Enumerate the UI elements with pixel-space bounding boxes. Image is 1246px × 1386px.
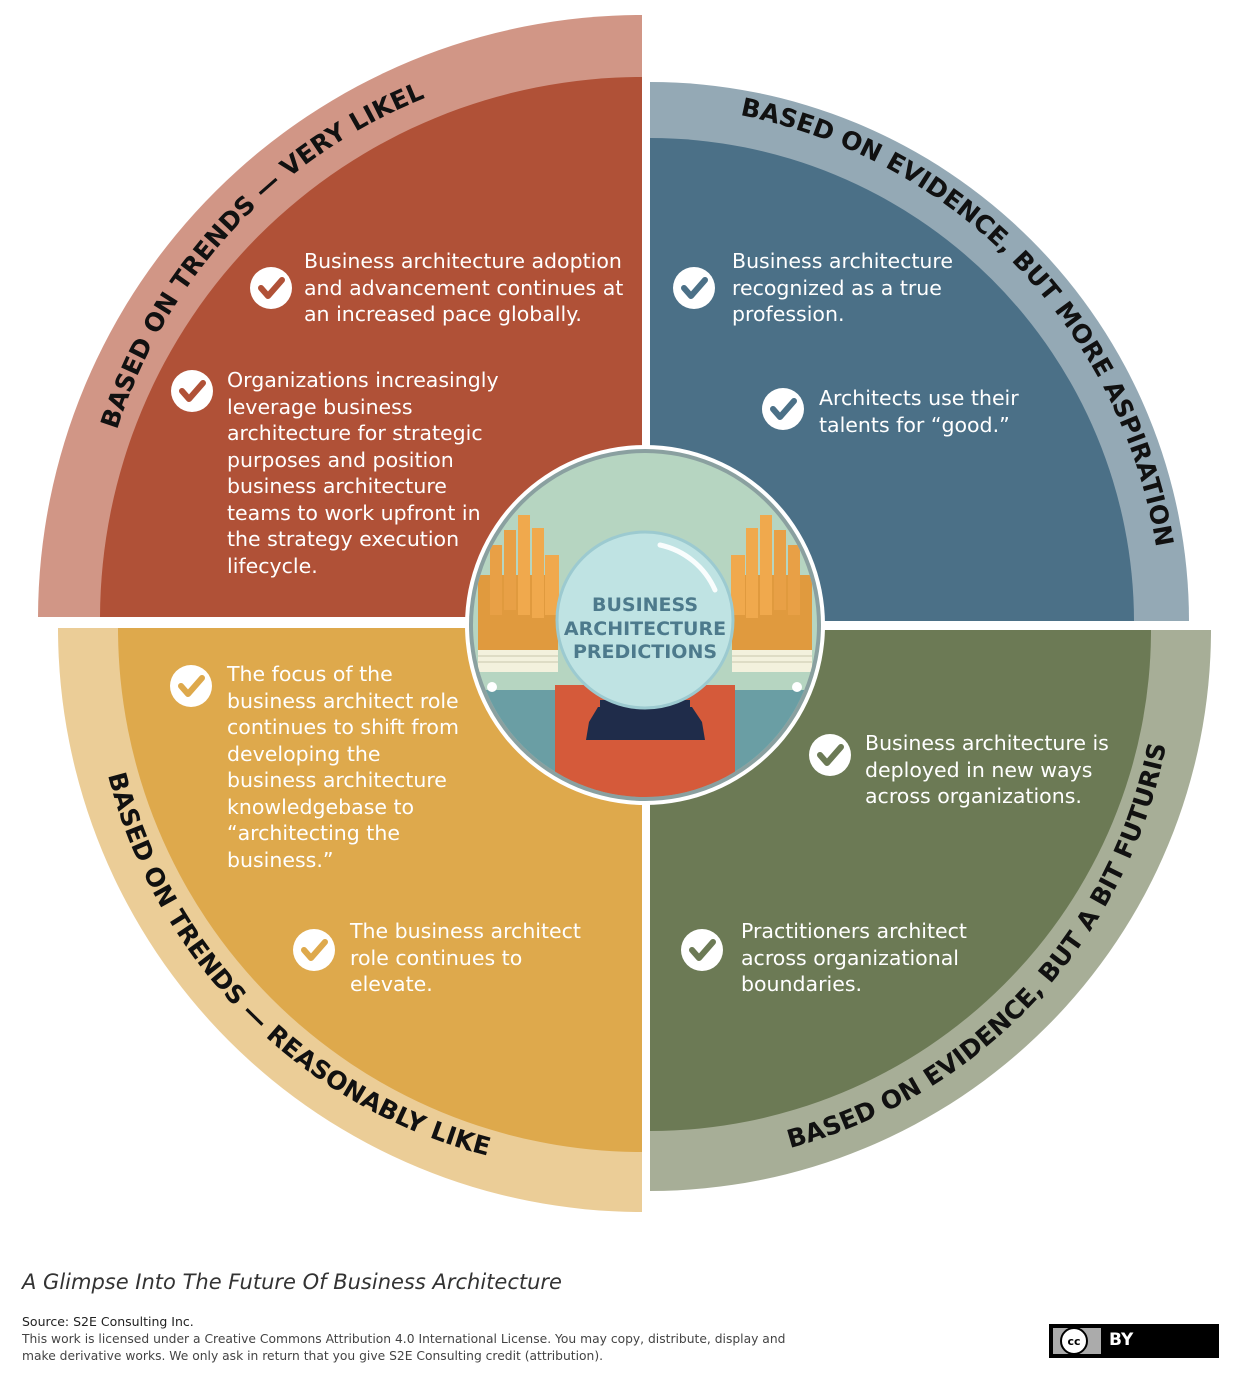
- license-text: This work is licensed under a Creative C…: [22, 1332, 786, 1363]
- check-icon: [293, 929, 335, 971]
- check-icon: [809, 734, 851, 776]
- prediction-top-right-1: Business architecture recognized as a tr…: [732, 249, 953, 326]
- check-icon: [170, 665, 212, 707]
- check-icon: [681, 929, 723, 971]
- cc-logo-icon: cc: [1060, 1327, 1088, 1355]
- source-line: Source: S2E Consulting Inc.: [22, 1314, 194, 1329]
- center-title-line3: PREDICTIONS: [573, 641, 717, 663]
- check-icon: [171, 370, 213, 412]
- center-title-line2: ARCHITECTURE: [564, 618, 726, 640]
- center-title-line1: BUSINESS: [592, 594, 698, 616]
- prediction-bottom-left-1: The focus of the business architect role…: [227, 662, 459, 872]
- cc-by-label: BY: [1109, 1330, 1134, 1350]
- prediction-bottom-left-2: The business architect role continues to…: [350, 919, 581, 996]
- check-icon: [762, 388, 804, 430]
- check-icon: [250, 267, 292, 309]
- check-icon: [673, 267, 715, 309]
- prediction-bottom-right-2: Practitioners architect across organizat…: [741, 919, 967, 996]
- crystal-ball-illustration: BUSINESS ARCHITECTURE PREDICTIONS: [465, 445, 825, 805]
- ball-stand: [586, 707, 705, 740]
- figure-caption: A Glimpse Into The Future Of Business Ar…: [22, 1270, 562, 1294]
- quadrant-bottom-left-inner: [118, 628, 642, 1152]
- prediction-top-right-2: Architects use their talents for “good.”: [819, 386, 1019, 437]
- predictions-wheel: BASED ON TRENDS — VERY LIKELY BASED ON E…: [0, 0, 1211, 1212]
- cc-by-badge[interactable]: cc BY: [1049, 1324, 1219, 1358]
- prediction-top-left-2: Organizations increasingly leverage busi…: [227, 368, 499, 578]
- quadrant-top-left-inner: [100, 77, 642, 617]
- prediction-bottom-right-1: Business architecture is deployed in new…: [865, 731, 1109, 808]
- quadrant-bottom-right-inner: [650, 630, 1151, 1131]
- left-hand-icon: [478, 515, 559, 692]
- right-hand-icon: [731, 515, 812, 692]
- prediction-top-left-1: Business architecture adoption and advan…: [304, 249, 624, 326]
- crystal-ball: [557, 532, 733, 708]
